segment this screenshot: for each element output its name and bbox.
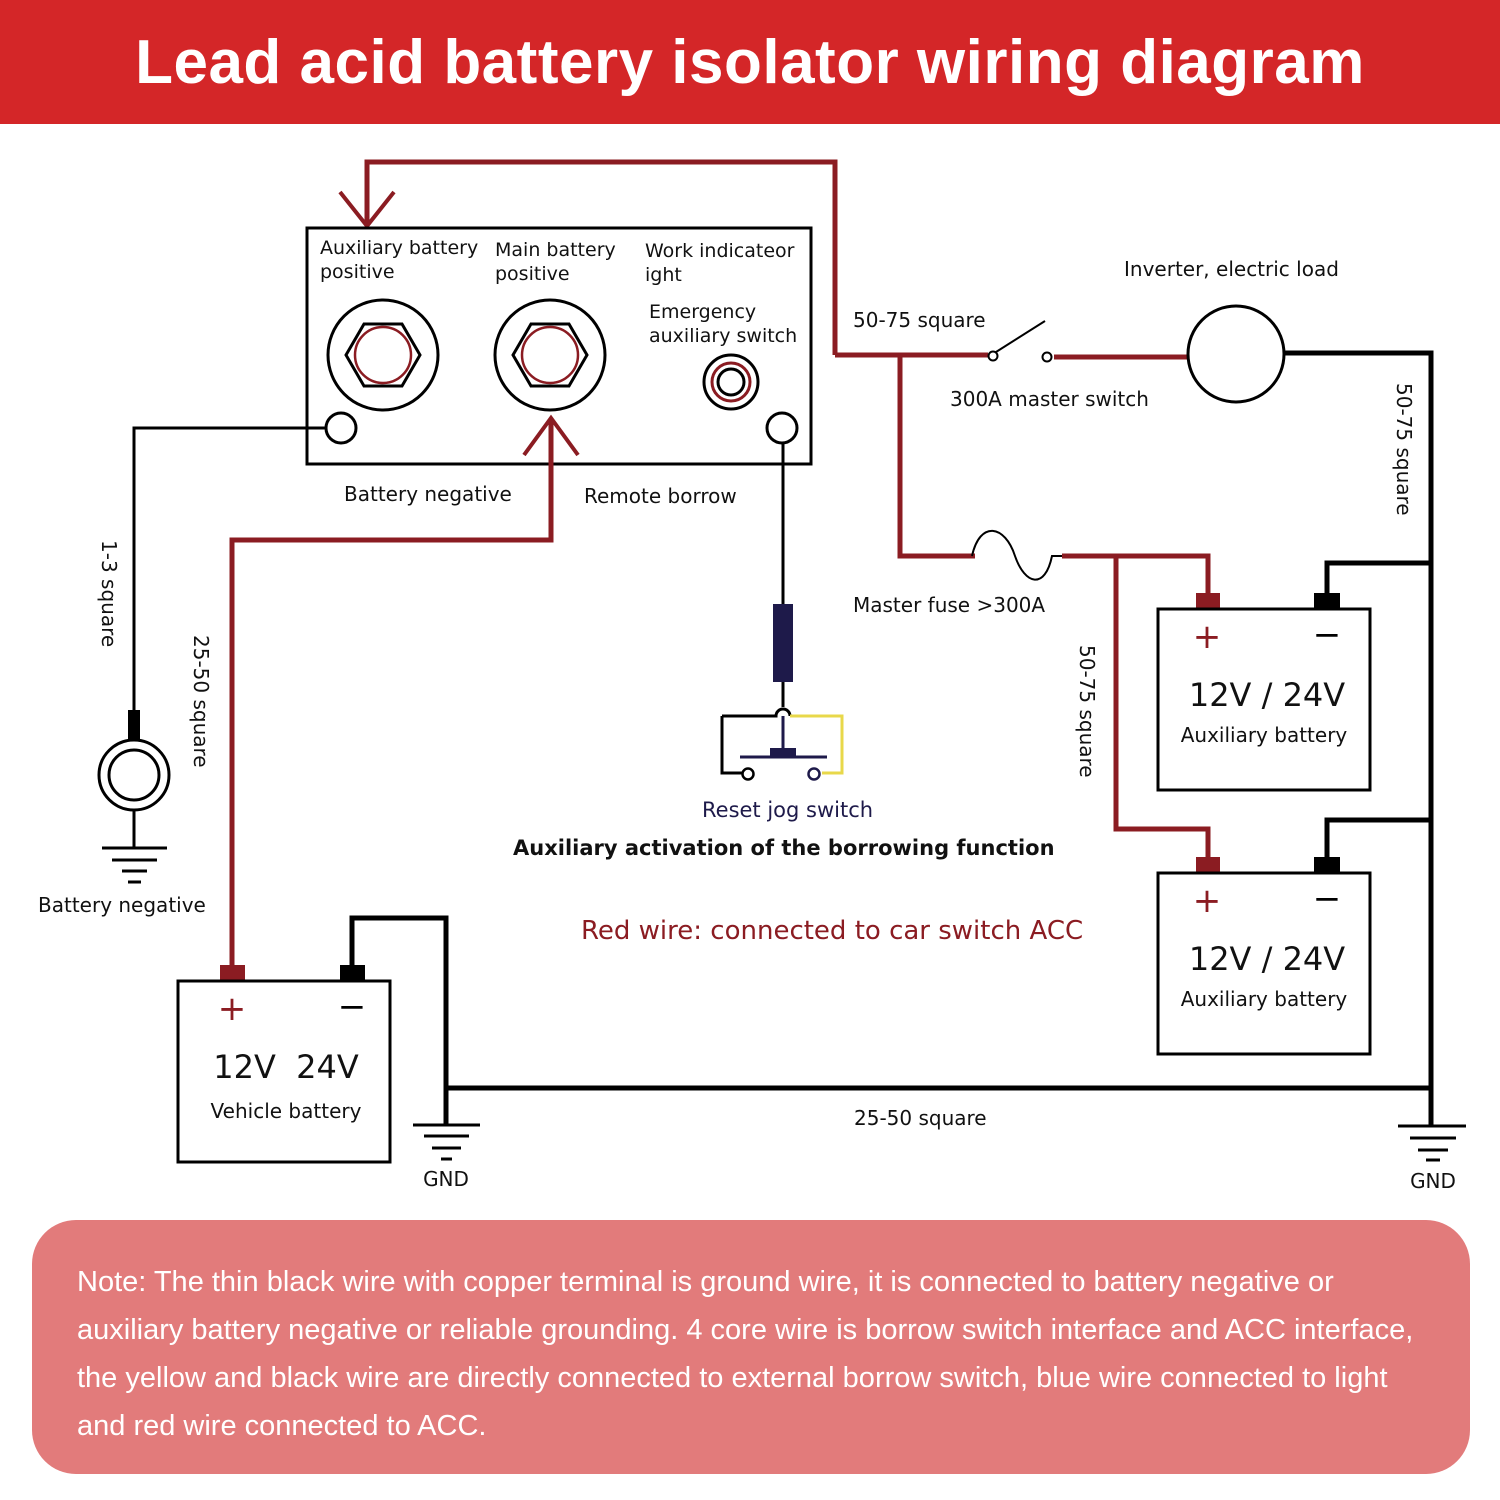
note-box: Note: The thin black wire with copper te… xyxy=(32,1220,1470,1474)
page-title: Lead acid battery isolator wiring diagra… xyxy=(135,27,1365,97)
aux-positive-label-1: Auxiliary battery xyxy=(320,237,478,259)
ground-bus-gauge-label: 25-50 square xyxy=(854,1106,987,1130)
battery-negative-ground-label: Battery negative xyxy=(38,893,206,917)
inverter-load-icon[interactable] xyxy=(1186,304,1286,404)
indicator-label-2: ight xyxy=(645,264,682,286)
isolator-unit: Auxiliary battery positive Main battery … xyxy=(305,226,813,466)
vehicle-minus-icon: − xyxy=(338,987,367,1027)
ground-right-icon xyxy=(1398,1124,1466,1162)
master-fuse-icon[interactable] xyxy=(971,529,1062,581)
aux1-name: Auxiliary battery xyxy=(1181,723,1348,747)
aux-battery-1[interactable]: + − 12V / 24V Auxiliary battery xyxy=(1156,593,1372,792)
aux2-minus-icon: − xyxy=(1313,879,1342,919)
remote-borrow-label: Remote borrow xyxy=(584,484,737,508)
master-switch-icon[interactable] xyxy=(987,320,1053,363)
aux1-minus-icon: − xyxy=(1313,615,1342,655)
wire-aux-positive xyxy=(1062,553,1211,858)
vehicle-voltage: 12V 24V xyxy=(213,1048,359,1086)
master-switch-label: 300A master switch xyxy=(950,387,1149,411)
load-return-gauge-label: 50-75 square xyxy=(1392,383,1416,516)
wire-load-return xyxy=(1285,350,1434,1088)
master-fuse-label: Master fuse >300A xyxy=(853,593,1045,617)
main-positive-gauge-label: 25-50 square xyxy=(189,635,213,768)
aux2-voltage: 12V / 24V xyxy=(1189,940,1345,978)
battery-negative-terminal-label: Battery negative xyxy=(344,482,512,506)
ground-gauge-label: 1-3 square xyxy=(97,540,121,647)
main-positive-terminal-icon[interactable] xyxy=(493,298,607,412)
emergency-switch-icon[interactable] xyxy=(702,353,760,411)
aux2-plus-icon: + xyxy=(1193,881,1222,921)
gnd-right-label: GND xyxy=(1410,1169,1456,1193)
vehicle-name: Vehicle battery xyxy=(211,1099,362,1123)
note-text: Note: The thin black wire with copper te… xyxy=(77,1266,1414,1442)
main-positive-label-2: positive xyxy=(495,263,570,285)
aux-gauge-label: 50-75 square xyxy=(1075,645,1099,778)
wire-aux-negative xyxy=(1324,560,1431,858)
gnd-left-label: GND xyxy=(423,1167,469,1191)
wire-load-positive xyxy=(835,352,1188,559)
wire-aux-positive-feed xyxy=(338,159,838,355)
remote-terminal-icon[interactable] xyxy=(765,411,799,445)
reset-switch-label: Reset jog switch xyxy=(702,798,873,822)
aux1-voltage: 12V / 24V xyxy=(1189,676,1345,714)
vehicle-battery[interactable]: + − 12V 24V Vehicle battery xyxy=(176,965,392,1164)
ground-left-icon xyxy=(413,1123,480,1161)
ground-terminal-icon[interactable] xyxy=(324,411,358,445)
acc-note-label: Red wire: connected to car switch ACC xyxy=(581,916,1083,946)
wire-ground-thin xyxy=(132,426,326,712)
aux-positive-label-2: positive xyxy=(320,261,395,283)
indicator-label-1: Work indicateor xyxy=(645,240,795,262)
wire-main-positive xyxy=(229,414,580,968)
aux1-plus-icon: + xyxy=(1193,617,1222,657)
borrow-function-label: Auxiliary activation of the borrowing fu… xyxy=(513,836,1055,860)
vehicle-plus-icon: + xyxy=(218,989,247,1029)
aux-positive-terminal-icon[interactable] xyxy=(326,298,440,412)
aux2-name: Auxiliary battery xyxy=(1181,987,1348,1011)
title-banner: Lead acid battery isolator wiring diagra… xyxy=(0,0,1500,124)
emergency-label-1: Emergency xyxy=(649,301,756,323)
main-positive-label-1: Main battery xyxy=(495,239,616,261)
inverter-label: Inverter, electric load xyxy=(1124,257,1339,281)
wire-ground-bus xyxy=(349,915,1434,1125)
ground-symbol-icon xyxy=(102,846,167,884)
emergency-label-2: auxiliary switch xyxy=(649,325,797,347)
aux-battery-2[interactable]: + − 12V / 24V Auxiliary battery xyxy=(1156,857,1372,1056)
load-gauge-label: 50-75 square xyxy=(853,308,986,332)
reset-jog-switch[interactable] xyxy=(720,443,844,781)
copper-terminal-icon xyxy=(97,710,171,848)
